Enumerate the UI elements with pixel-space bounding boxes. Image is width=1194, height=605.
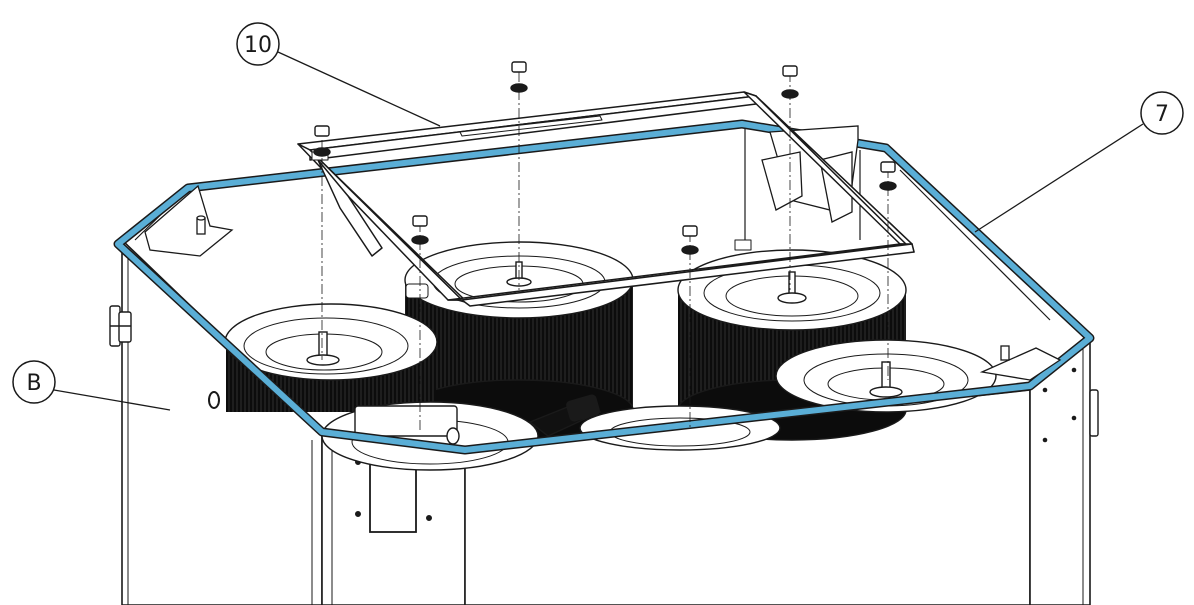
callout-7: 7 [974, 91, 1184, 233]
callout-10-label: 10 [244, 33, 272, 58]
callout-7-label: 7 [1155, 102, 1169, 127]
nut-washer-1 [313, 125, 331, 360]
pulse-pipe [528, 394, 602, 437]
filter-cartridge-left [224, 303, 438, 412]
top-right-bracket [761, 125, 859, 223]
top-frame [297, 91, 915, 307]
right-panel-screws [1042, 367, 1077, 443]
left-side-panel [121, 239, 323, 605]
callout-10: 10 [236, 22, 441, 127]
callout-B: B [12, 360, 171, 411]
nut-washer-3 [781, 65, 799, 290]
side-panel-hole [208, 391, 220, 409]
fasteners [313, 61, 897, 430]
corner-bracket-left [144, 184, 234, 257]
left-hinge [109, 305, 132, 347]
nut-washer-6 [879, 161, 897, 380]
nut-washer-5 [681, 225, 699, 430]
nut-washer-4 [411, 215, 429, 430]
front-access-plate [355, 459, 432, 533]
housing-body [121, 239, 1091, 605]
right-hinge [1089, 389, 1099, 437]
corner-bracket-right [979, 345, 1062, 381]
gasket-seal [113, 119, 1095, 455]
callout-B-label: B [26, 371, 41, 396]
nut-washer-2 [510, 61, 528, 290]
